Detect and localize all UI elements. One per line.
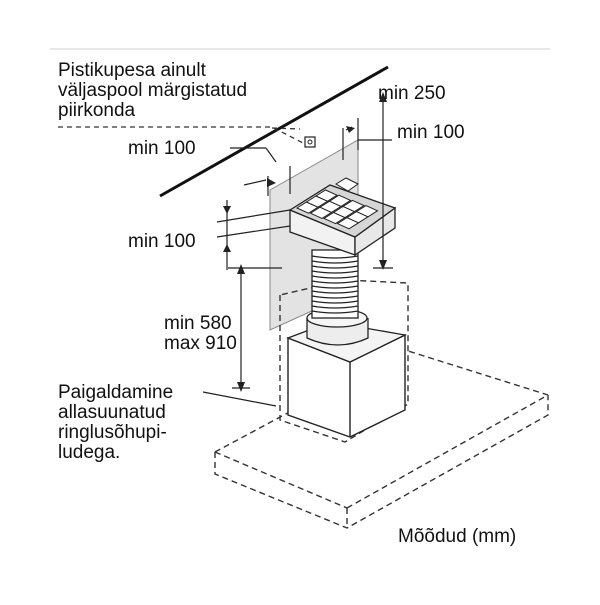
duct-rib	[311, 300, 359, 304]
install-note-line-2: allasuunatud	[58, 402, 166, 423]
duct-rib	[311, 290, 359, 294]
dimension-min-100-mid: min 100	[128, 231, 196, 252]
dimension-height: min 580 max 910	[164, 314, 237, 354]
dimension-min-100-right: min 100	[397, 122, 465, 143]
filter-cell	[355, 205, 379, 218]
socket-zone-boundary	[58, 126, 304, 144]
dimension-min-100-left: min 100	[128, 138, 196, 159]
install-note: Paigaldamine allasuunatud ringlusõhupi- …	[58, 383, 173, 463]
install-note-line-3: ringlusõhupi-	[58, 422, 167, 443]
flexible-duct	[311, 249, 359, 319]
dimension-max-910: max 910	[164, 333, 237, 354]
duct-rib	[311, 275, 359, 279]
install-note-line-4: ludega.	[58, 442, 121, 463]
duct-rib	[311, 270, 359, 274]
filter-cell	[328, 194, 352, 207]
socket-note-line-1: Pistikupesa ainult	[58, 60, 206, 81]
filter-cell	[341, 199, 366, 213]
dimension-min-250: min 250	[378, 83, 446, 104]
filter-unit	[288, 177, 397, 257]
duct-rib	[311, 310, 359, 314]
dimension-min-580: min 580	[164, 313, 232, 334]
duct-rib	[311, 255, 359, 259]
filter-cell	[314, 189, 339, 202]
duct-rib	[311, 285, 359, 289]
socket-icon	[304, 136, 316, 148]
duct-rib	[311, 280, 359, 284]
units-caption: Mõõdud (mm)	[398, 526, 517, 547]
duct-rib	[311, 265, 359, 269]
dimension-arrows	[223, 92, 387, 392]
duct-rib	[311, 295, 359, 299]
ceiling-line	[159, 65, 389, 198]
socket-note: Pistikupesa ainult väljaspool märgistatu…	[58, 61, 247, 121]
socket-note-line-2: väljaspool märgistatud	[58, 80, 248, 101]
duct-rib	[311, 260, 359, 264]
duct-rib	[311, 305, 359, 309]
install-note-line-1: Paigaldamine	[58, 382, 174, 403]
socket-note-line-3: piirkonda	[58, 100, 136, 121]
